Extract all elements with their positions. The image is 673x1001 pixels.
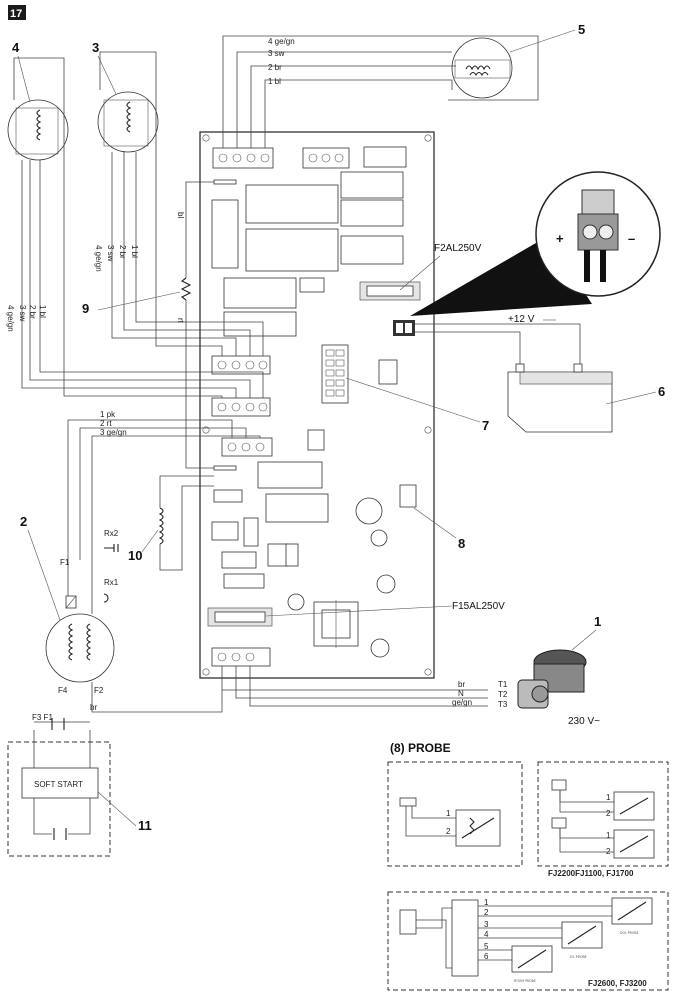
transformer: [313, 600, 359, 648]
svg-text:1: 1: [606, 793, 611, 802]
connector-motor-4: [211, 397, 271, 417]
svg-text:F4: F4: [58, 686, 68, 695]
svg-text:9: 9: [82, 301, 89, 316]
svg-text:1: 1: [484, 898, 489, 907]
svg-text:rt: rt: [176, 318, 185, 324]
inductor-10: [158, 475, 214, 571]
svg-text:2: 2: [484, 908, 489, 917]
svg-text:–: –: [628, 231, 635, 246]
fan-motor-5: [451, 37, 513, 99]
svg-text:7: 7: [482, 418, 489, 433]
svg-text:F1: F1: [60, 558, 70, 567]
svg-text:FJ2600, FJ3200: FJ2600, FJ3200: [588, 979, 647, 988]
svg-text:2 br: 2 br: [118, 245, 127, 259]
fuse-f15: [207, 607, 273, 627]
svg-text:bl: bl: [176, 212, 185, 218]
svg-text:3 sw: 3 sw: [106, 245, 115, 262]
svg-text:5: 5: [578, 22, 585, 37]
svg-text:1 bl: 1 bl: [130, 245, 139, 258]
connector-mains: [211, 647, 271, 667]
svg-text:3: 3: [484, 920, 489, 929]
svg-text:2 rt: 2 rt: [100, 419, 112, 428]
fuse-f2: [359, 281, 421, 301]
svg-text:T3: T3: [498, 700, 508, 709]
svg-text:+12 V: +12 V: [508, 314, 535, 325]
connector-motor-3: [211, 355, 271, 375]
battery-6: [507, 363, 613, 433]
svg-text:ROOM PROBE: ROOM PROBE: [514, 979, 536, 983]
svg-text:1 pk: 1 pk: [100, 410, 116, 419]
svg-text:2: 2: [20, 514, 27, 529]
svg-text:F15AL250V: F15AL250V: [452, 601, 505, 612]
svg-text:6: 6: [658, 384, 665, 399]
svg-text:8: 8: [458, 536, 465, 551]
svg-text:DOL PROBE: DOL PROBE: [620, 931, 639, 935]
svg-text:3 ge/gn: 3 ge/gn: [100, 428, 127, 437]
connector-compressor: [221, 437, 273, 457]
soft-start-box: SOFT START: [7, 718, 111, 857]
resistor-9: bl rt: [176, 181, 214, 469]
svg-text:+: +: [556, 231, 564, 246]
control-board: [199, 131, 435, 679]
svg-text:T1: T1: [498, 680, 508, 689]
probe-panel-a: 1 2: [387, 761, 523, 867]
svg-text:4 ge/gn: 4 ge/gn: [268, 37, 295, 46]
svg-text:2 br: 2 br: [268, 63, 282, 72]
connector-fan: [212, 147, 274, 169]
svg-text:Rx2: Rx2: [104, 529, 119, 538]
svg-text:2: 2: [606, 847, 611, 856]
svg-text:T2: T2: [498, 690, 508, 699]
svg-text:F3 F1: F3 F1: [32, 713, 53, 722]
svg-text:Rx1: Rx1: [104, 578, 119, 587]
svg-text:1: 1: [446, 809, 451, 818]
svg-text:1 bl: 1 bl: [268, 77, 281, 86]
svg-text:4 ge/gn: 4 ge/gn: [6, 305, 15, 332]
svg-text:F2: F2: [94, 686, 104, 695]
mains-plug: [517, 649, 587, 709]
figure-badge: 17: [8, 5, 26, 20]
svg-text:11: 11: [138, 818, 152, 833]
svg-text:3: 3: [92, 40, 99, 55]
svg-text:4: 4: [484, 930, 489, 939]
svg-text:3 sw: 3 sw: [18, 305, 27, 322]
relay-rx2: Rx2: [104, 529, 119, 552]
svg-text:F2AL250V: F2AL250V: [434, 243, 482, 254]
svg-text:2 br: 2 br: [28, 305, 37, 319]
svg-text:6: 6: [484, 952, 489, 961]
dc-terminal-zoom: + –: [410, 171, 661, 316]
svg-text:4: 4: [12, 40, 20, 55]
compressor-2: [45, 595, 115, 683]
connector-aux: [302, 147, 350, 169]
svg-text:10: 10: [128, 548, 142, 563]
probe-panel-b: 1 2 1 2 FJ2200FJ1100, FJ1700: [537, 761, 669, 878]
svg-text:N: N: [458, 689, 464, 698]
connector-7: [321, 344, 349, 404]
svg-text:SOFT START: SOFT START: [34, 780, 83, 789]
svg-text:br: br: [90, 703, 97, 712]
motor-4: [7, 99, 69, 161]
svg-text:FJ2200FJ1100, FJ1700: FJ2200FJ1100, FJ1700: [548, 869, 634, 878]
svg-text:ge/gn: ge/gn: [452, 698, 472, 707]
svg-text:1: 1: [594, 614, 601, 629]
svg-text:(8) PROBE: (8) PROBE: [390, 741, 451, 755]
svg-text:230 V~: 230 V~: [568, 716, 600, 727]
svg-text:2: 2: [606, 809, 611, 818]
svg-text:2: 2: [446, 827, 451, 836]
svg-text:1: 1: [606, 831, 611, 840]
probe-panel-c: 1 2 3 4 5 6 DOL PROBE EV. PROBE ROOM PRO…: [387, 891, 669, 991]
svg-text:17: 17: [10, 8, 22, 20]
svg-text:3 sw: 3 sw: [268, 49, 285, 58]
motor-3: [97, 91, 159, 153]
relay-rx1: Rx1: [103, 578, 119, 603]
svg-text:5: 5: [484, 942, 489, 951]
dc-connector: [393, 320, 415, 336]
svg-text:EV. PROBE: EV. PROBE: [570, 955, 587, 959]
svg-text:br: br: [458, 680, 465, 689]
svg-text:1 bl: 1 bl: [38, 305, 47, 318]
svg-text:4 ge/gn: 4 ge/gn: [94, 245, 103, 272]
